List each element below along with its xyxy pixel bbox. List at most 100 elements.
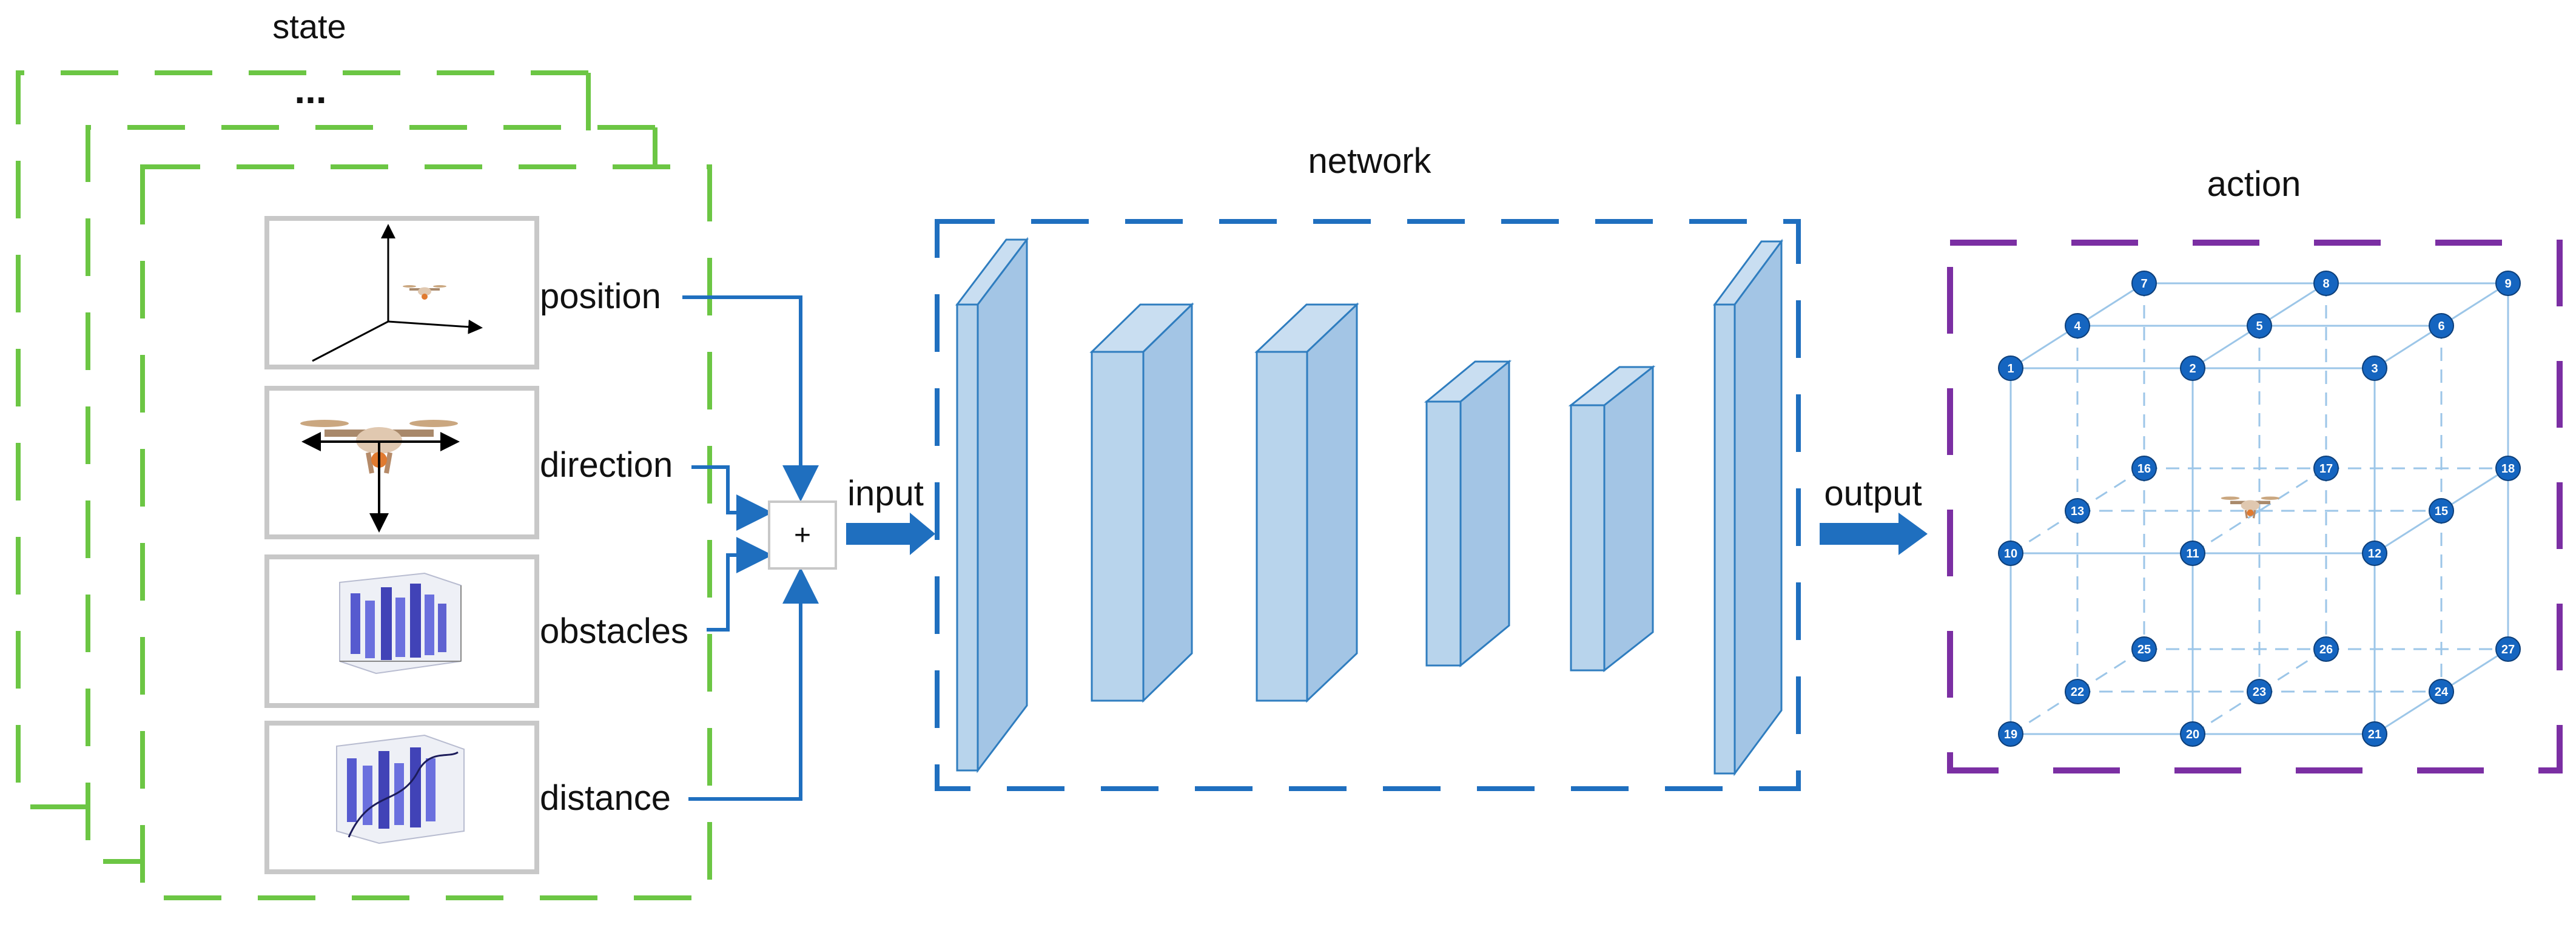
network-layer-5 [1568,365,1656,673]
action-node-label: 6 [2438,320,2444,333]
action-node-label: 19 [2004,728,2017,741]
output-label: output [1824,474,1922,513]
sum-symbol: + [794,519,811,551]
plus-sum-node-icon: + [768,500,837,570]
lattice-edge [2192,325,2260,369]
action-node-label: 21 [2368,728,2381,741]
network-layer-1 [955,237,1029,773]
action-node-label: 9 [2504,277,2511,291]
state-frame-middle [86,125,657,864]
action-frame [1947,240,2563,773]
lattice-edge [2374,510,2442,554]
action-node-label: 4 [2074,320,2081,333]
direction-panel [264,386,539,539]
action-node-label: 17 [2319,462,2333,476]
action-node-label: 22 [2071,686,2084,699]
lattice-edge [2441,467,2509,512]
action-node-label: 10 [2004,547,2017,561]
action-node-label: 26 [2319,643,2333,656]
action-node-26 [2313,636,2339,662]
state-stack-ellipsis: ... [294,68,326,112]
lattice-edge [2259,282,2327,327]
action-node-label: 1 [2007,362,2014,376]
obstacle-bars-3d-plot-icon [339,572,462,675]
lattice-edge [2077,467,2145,512]
action-node-5 [2247,313,2272,339]
state-frame-front [140,164,712,900]
lattice-edge [2010,690,2078,735]
action-node-6 [2429,313,2454,339]
lattice-edge [2077,282,2145,327]
network-title: network [1308,141,1431,181]
network-layer-4 [1424,359,1512,668]
action-node-11 [2180,541,2205,566]
action-node-4 [2065,313,2090,339]
action-node-label: 8 [2322,277,2329,291]
action-node-label: 20 [2186,728,2199,741]
action-node-2 [2180,355,2205,381]
action-node-9 [2495,271,2521,296]
action-node-21 [2362,721,2387,747]
action-node-25 [2131,636,2157,662]
lattice-edge [2259,648,2327,693]
position-label: position [540,277,661,316]
network-layers [955,237,1783,777]
action-node-17 [2313,456,2339,481]
action-node-13 [2065,498,2090,524]
direction-label: direction [540,445,673,485]
action-node-15 [2429,498,2454,524]
obstacles-label: obstacles [540,612,688,651]
input-label: input [847,474,924,513]
lattice-edge [2192,510,2260,554]
lattice-edge [2441,648,2509,693]
lattice-edge [2192,690,2260,735]
action-node-10 [1998,541,2023,566]
action-node-label: 12 [2368,547,2381,561]
network-layer-3 [1254,302,1359,703]
state-title: state [272,7,346,45]
action-node-label: 23 [2253,686,2266,699]
action-node-23 [2247,679,2272,704]
action-node-label: 13 [2071,505,2084,518]
action-node-label: 11 [2186,547,2199,561]
drone-3d-axes-icon [312,224,483,362]
lattice-edge [2441,282,2509,327]
input-arrow [846,513,935,555]
state-frame-back [16,70,591,809]
lattice-edge [2259,467,2327,512]
lattice-edge [2077,648,2145,693]
action-node-18 [2495,456,2521,481]
network-layer-6 [1713,238,1783,777]
action-node-16 [2131,456,2157,481]
lattice-edge [2374,325,2442,369]
state-section: state ... [16,7,712,900]
network-section: network [935,141,1801,791]
lattice-edge [2374,690,2442,735]
action-node-3 [2362,355,2387,381]
action-node-label: 7 [2141,277,2147,291]
action-node-20 [2180,721,2205,747]
action-node-label: 3 [2371,362,2378,376]
action-node-27 [2495,636,2521,662]
distance-panel [264,721,539,874]
drone-heading-arrows-icon [300,420,460,533]
drone-icon [2221,496,2280,519]
action-node-24 [2429,679,2454,704]
action-node-label: 15 [2435,505,2448,518]
lattice-edge [2010,325,2078,369]
action-node-19 [1998,721,2023,747]
output-arrow [1820,513,1928,555]
action-node-22 [2065,679,2090,704]
action-node-label: 18 [2501,462,2515,476]
action-node-7 [2131,271,2157,296]
state-connectors [682,295,819,801]
lattice-edge [2010,510,2078,554]
action-node-12 [2362,541,2387,566]
action-node-label: 27 [2501,643,2515,656]
action-node-label: 25 [2137,643,2151,656]
action-node-label: 2 [2189,362,2196,376]
action-node-8 [2313,271,2339,296]
